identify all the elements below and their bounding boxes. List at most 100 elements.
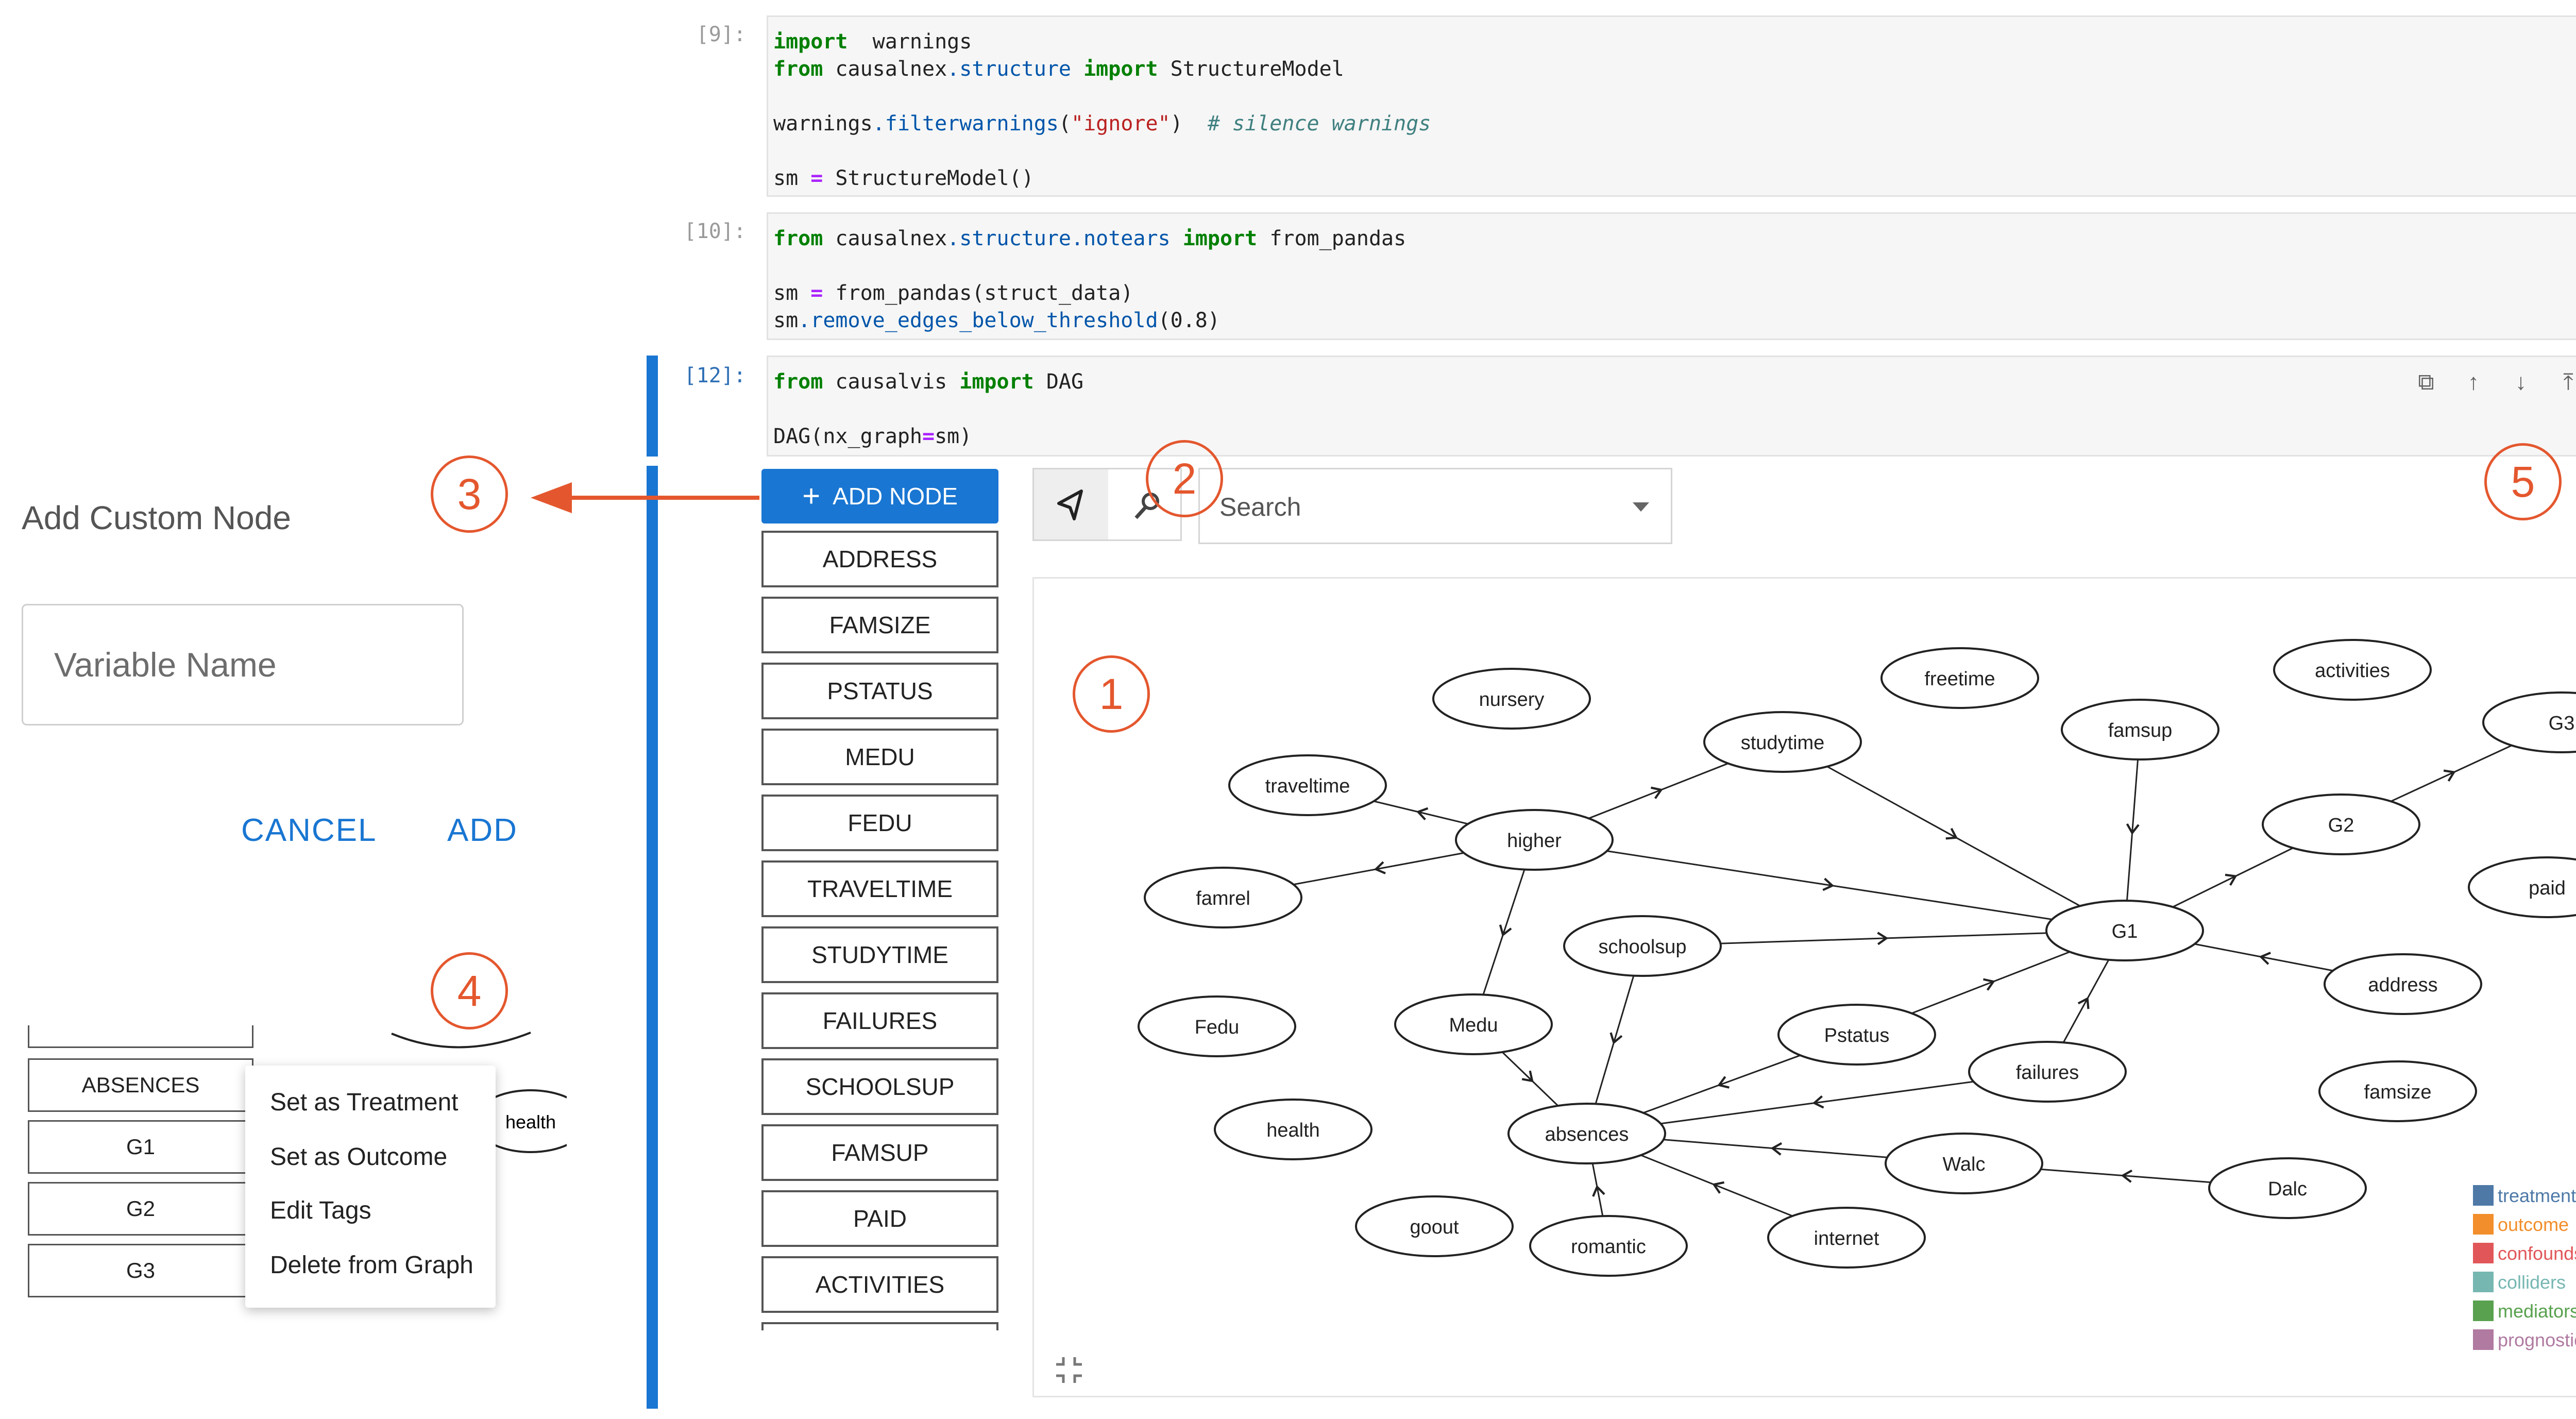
node-G3[interactable]: G3 (2482, 691, 2576, 753)
variable-button-famsup[interactable]: FAMSUP (761, 1124, 998, 1181)
edge-address-G1[interactable] (2194, 943, 2333, 972)
move-down-icon[interactable]: ↓ (2515, 369, 2527, 395)
edge-higher-famrel[interactable] (1293, 852, 1464, 886)
mini-variable-button[interactable]: G1 (28, 1120, 253, 1174)
node-Pstatus[interactable]: Pstatus (1777, 1004, 1936, 1066)
edge-higher-traveltime[interactable] (1374, 800, 1468, 825)
edge-Dalc-Walc[interactable] (2040, 1168, 2211, 1184)
edge-schoolsup-G1[interactable] (1720, 932, 2047, 945)
node-paid[interactable]: paid (2468, 856, 2576, 918)
node-romantic[interactable]: romantic (1529, 1215, 1688, 1277)
menu-item-set-outcome[interactable]: Set as Outcome (270, 1143, 448, 1171)
node-health[interactable]: health (1214, 1099, 1372, 1160)
edge-G1-G2[interactable] (2172, 847, 2294, 908)
mini-variable-button[interactable]: G2 (28, 1182, 253, 1236)
node-absences[interactable]: absences (1507, 1103, 1666, 1164)
node-activities[interactable]: activities (2273, 639, 2432, 701)
add-node-button[interactable]: + ADD NODE (761, 469, 998, 523)
node-label: freetime (1924, 668, 1995, 690)
edge-Medu-absences[interactable] (1501, 1051, 1559, 1107)
context-menu: Set as Treatment Set as Outcome Edit Tag… (245, 1066, 496, 1308)
node-label: activities (2315, 660, 2390, 682)
search-select[interactable]: Search (1198, 468, 1672, 544)
menu-item-delete-from-graph[interactable]: Delete from Graph (270, 1252, 473, 1279)
edge-famsup-G1[interactable] (2126, 759, 2140, 901)
variable-button-activities[interactable]: ACTIVITIES (761, 1256, 998, 1313)
node-G1[interactable]: G1 (2045, 900, 2204, 961)
variable-button-paid[interactable]: PAID (761, 1190, 998, 1247)
variable-button-famsize[interactable]: FAMSIZE (761, 597, 998, 653)
insert-above-icon[interactable]: ⤒ (2563, 369, 2573, 395)
edge-studytime-G1[interactable] (1826, 766, 2081, 907)
edge-internet-absences[interactable] (1640, 1154, 1793, 1217)
cancel-button[interactable]: CANCEL (241, 813, 377, 848)
variable-button-traveltime[interactable]: TRAVELTIME (761, 860, 998, 917)
node-label: failures (2016, 1062, 2079, 1084)
variable-button-pstatus[interactable]: PSTATUS (761, 663, 998, 719)
move-up-icon[interactable]: ↑ (2468, 369, 2479, 395)
edge-higher-studytime[interactable] (1588, 763, 1728, 819)
add-node-label: ADD NODE (833, 483, 958, 510)
variable-button-schoolsup[interactable]: SCHOOLSUP (761, 1058, 998, 1115)
edge-Walc-absences[interactable] (1663, 1139, 1888, 1158)
minimize-icon[interactable] (1051, 1352, 1087, 1388)
mini-node-outline (391, 1032, 531, 1049)
legend-swatch (2473, 1300, 2494, 1321)
node-Dalc[interactable]: Dalc (2208, 1157, 2367, 1219)
menu-item-set-treatment[interactable]: Set as Treatment (270, 1089, 459, 1116)
node-studytime[interactable]: studytime (1703, 711, 1862, 773)
node-failures[interactable]: failures (1968, 1041, 2127, 1103)
code-line: sm = from_pandas(struct_data) (773, 281, 1133, 305)
add-image-button[interactable] (2574, 483, 2576, 533)
node-goout[interactable]: goout (1355, 1195, 1514, 1257)
add-custom-node-title: Add Custom Node (22, 499, 291, 536)
node-label: schoolsup (1598, 936, 1686, 958)
node-Medu[interactable]: Medu (1394, 993, 1553, 1055)
variable-name-input[interactable]: Variable Name (22, 604, 464, 725)
node-Fedu[interactable]: Fedu (1138, 995, 1296, 1057)
code-cell-10[interactable]: from causalnex.structure.notears import … (767, 212, 2576, 340)
code-cell-10-source: from causalnex.structure.notears import … (768, 214, 2576, 334)
node-famsize[interactable]: famsize (2318, 1060, 2477, 1122)
variable-button-failures[interactable]: FAILURES (761, 992, 998, 1049)
mini-variable-button[interactable]: G3 (28, 1244, 253, 1297)
node-traveltime[interactable]: traveltime (1228, 754, 1387, 816)
mini-variable-button[interactable]: ABSENCES (28, 1058, 253, 1112)
navigation-arrow-icon (1057, 489, 1083, 520)
variable-button-fedu[interactable]: FEDU (761, 795, 998, 851)
node-nursery[interactable]: nursery (1432, 668, 1591, 730)
edge-higher-G1[interactable] (1606, 850, 2053, 920)
edge-romantic-absences[interactable] (1591, 1163, 1605, 1217)
node-schoolsup[interactable]: schoolsup (1563, 915, 1722, 977)
node-label: G2 (2328, 815, 2354, 836)
edge-G2-G3[interactable] (2391, 745, 2512, 802)
node-higher[interactable]: higher (1455, 809, 1614, 871)
node-famrel[interactable]: famrel (1144, 867, 1302, 928)
add-button[interactable]: ADD (447, 813, 518, 848)
edge-Pstatus-absences[interactable] (1643, 1054, 1801, 1114)
copy-cell-icon[interactable]: ⧉ (2418, 369, 2434, 395)
node-famsup[interactable]: famsup (2061, 699, 2219, 761)
edge-failures-G1[interactable] (2062, 959, 2110, 1043)
edge-Pstatus-G1[interactable] (1911, 951, 2071, 1015)
node-freetime[interactable]: freetime (1880, 647, 2039, 709)
node-Walc[interactable]: Walc (1885, 1133, 2043, 1194)
edge-schoolsup-absences[interactable] (1595, 975, 1635, 1104)
legend-item-colliders: colliders (2473, 1272, 2566, 1293)
variable-button-studytime[interactable]: STUDYTIME (761, 926, 998, 983)
node-G2[interactable]: G2 (2262, 793, 2420, 855)
node-internet[interactable]: internet (1767, 1207, 1926, 1269)
select-tool-button[interactable] (1034, 469, 1108, 539)
menu-item-edit-tags[interactable]: Edit Tags (270, 1197, 371, 1224)
variable-button-address[interactable]: ADDRESS (761, 531, 998, 587)
callout-3: 3 (431, 455, 508, 533)
edge-higher-Medu[interactable] (1482, 869, 1526, 995)
search-placeholder: Search (1219, 493, 1301, 521)
node-label: paid (2529, 877, 2566, 899)
edge-failures-absences[interactable] (1660, 1080, 1974, 1125)
node-address[interactable]: address (2324, 953, 2482, 1015)
variable-button-medu[interactable]: MEDU (761, 729, 998, 785)
